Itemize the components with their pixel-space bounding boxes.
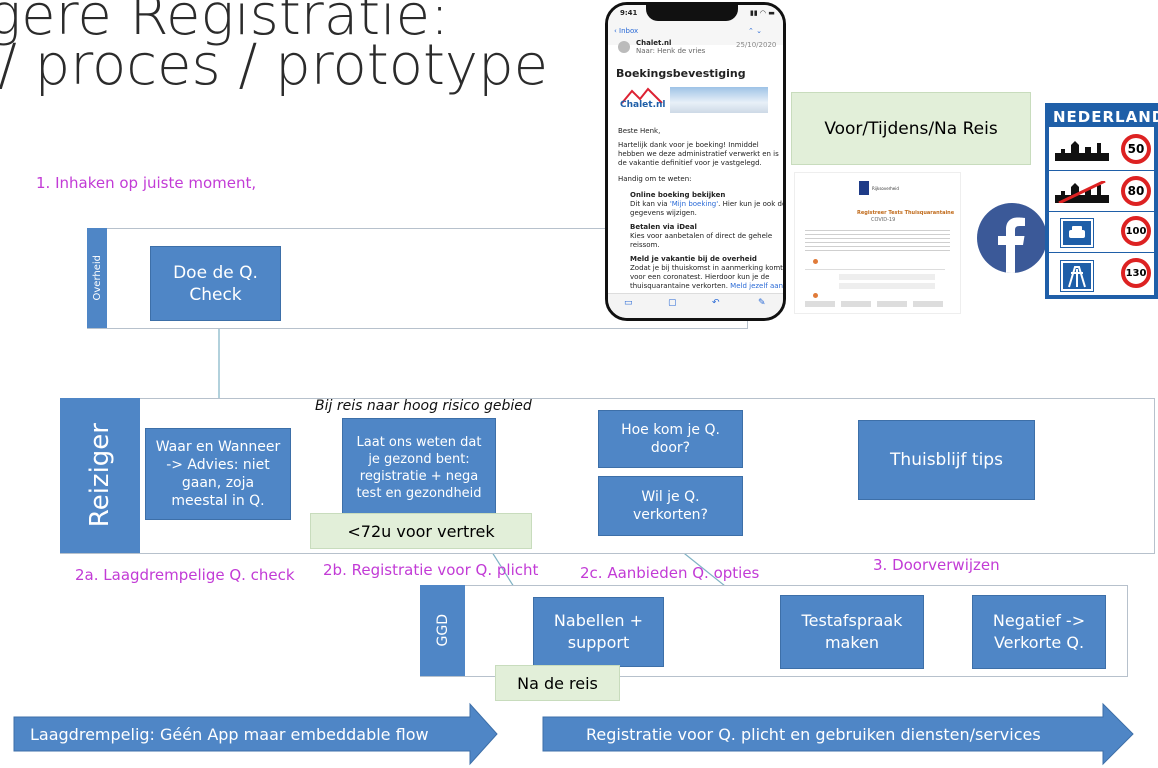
form-org: Rijksoverheid (872, 186, 899, 191)
sign-row-motorway: 130 (1049, 253, 1154, 293)
wil-verkorten-box[interactable]: Wil je Q. verkorten? (598, 476, 743, 536)
right-arrow-shape (542, 702, 1134, 766)
label-3: 3. Doorverwijzen (873, 556, 1000, 574)
negatief-box[interactable]: Negatief -> Verkorte Q. (972, 595, 1106, 669)
left-arrow-shape (13, 702, 498, 766)
laat-weten-box[interactable]: Laat ons weten dat je gezond bent: regis… (342, 418, 496, 518)
voor-vertrek-note: <72u voor vertrek (310, 513, 532, 549)
phone-inbox-link[interactable]: ‹ Inbox (614, 27, 639, 35)
phone-h2-line-2: reissom. (630, 241, 660, 249)
phone-compose-icon[interactable]: ✎ (758, 298, 766, 308)
sign-row-expressway: 100 (1049, 211, 1154, 251)
hoog-risico-note: Bij reis naar hoog risico gebied (315, 398, 532, 414)
hoe-kom-box[interactable]: Hoe kom je Q. door? (598, 410, 743, 468)
phone-email-screenshot: 9:41 ▮▮ ◠ ▬ ‹ Inbox ⌃ ⌄ Chalet.nl Naar: … (605, 2, 786, 321)
title-line-2: / proces / prototype (0, 33, 549, 98)
form-table-row (805, 301, 945, 307)
doe-check-box[interactable]: Doe de Q. Check (150, 246, 281, 321)
motorway-icon (1061, 261, 1093, 291)
waar-wanneer-box[interactable]: Waar en Wanneer -> Advies: niet gaan, zo… (145, 428, 291, 520)
phone-subject: Boekingsbevestiging (616, 67, 746, 80)
phone-h3: Meld je vakantie bij de overheid (630, 255, 757, 263)
phone-h3-line-2: voor een coronatest. Hierdoor kun je de (630, 273, 770, 281)
phone-h1-line-2: gegevens wijzigen. (630, 209, 697, 217)
overheid-lane-label: Overheid (87, 228, 107, 328)
sign-row-city: 50 (1049, 129, 1154, 169)
phone-handig: Handig om te weten: (618, 175, 692, 183)
label-2c: 2c. Aanbieden Q. opties (580, 564, 760, 582)
right-arrow-text: Registratie voor Q. plicht en gebruiken … (586, 724, 1041, 744)
nabellen-box[interactable]: Nabellen + support (533, 597, 664, 667)
facebook-icon (977, 203, 1047, 273)
sign-row-city-end: 80 (1049, 171, 1154, 211)
phone-body-3: de vakantie definitief voor je vastgeleg… (618, 159, 762, 167)
form-text-lines (805, 227, 950, 253)
phone-status-icons: ▮▮ ◠ ▬ (750, 9, 775, 17)
form-field-2[interactable] (839, 283, 935, 289)
thuisblijf-box[interactable]: Thuisblijf tips (858, 420, 1035, 500)
reiziger-lane-label: Reiziger (60, 398, 140, 553)
sender-avatar (618, 41, 630, 53)
city-end-icon (1055, 181, 1109, 203)
sign-header: NEDERLAND (1049, 107, 1158, 127)
phone-greeting: Beste Henk, (618, 127, 661, 135)
phone-h1: Online boeking bekijken (630, 191, 726, 199)
gov-logo-icon (859, 181, 869, 195)
form-divider (805, 269, 945, 270)
form-step-dot-2 (813, 293, 818, 298)
phone-body-2: hebben we deze administratief verwerkt e… (618, 150, 779, 158)
phone-h3-line: Zodat je bij thuiskomst in aanmerking ko… (630, 264, 783, 272)
phone-h3-line-3: thuisquarantaine verkorten. Meld jezelf … (630, 282, 784, 290)
phone-h2: Betalen via iDeal (630, 223, 697, 231)
phone-to: Naar: Henk de vries (636, 47, 706, 55)
bottom-arrows (13, 702, 1134, 766)
phone-trash-icon[interactable]: ▭ (624, 298, 633, 308)
speed-130-sign: 130 (1121, 258, 1151, 288)
chalet-logo: Chalet.nl (618, 87, 668, 115)
label-2b: 2b. Registratie voor Q. plicht (323, 561, 539, 579)
speed-80-sign: 80 (1121, 176, 1151, 206)
phone-notch (646, 5, 738, 21)
snow-banner-image (670, 87, 768, 113)
left-arrow-text: Laagdrempelig: Géén App maar embeddable … (30, 724, 429, 744)
speed-50-sign: 50 (1121, 134, 1151, 164)
voor-tijdens-na-note: Voor/Tijdens/Na Reis (791, 92, 1031, 165)
form-step-dot (813, 259, 818, 264)
phone-date: 25/10/2020 (736, 41, 777, 49)
phone-sender: Chalet.nl (636, 39, 672, 47)
form-title: Registreer Tests Thuisquarantaine (857, 210, 955, 216)
form-subtitle: COVID-19 (871, 217, 896, 223)
label-2a: 2a. Laagdrempelige Q. check (75, 566, 295, 584)
speed-100-sign: 100 (1121, 216, 1151, 246)
nederland-speed-sign: NEDERLAND 50 80 100 130 (1045, 103, 1158, 299)
phone-nav-arrows-icon[interactable]: ⌃ ⌄ (748, 27, 762, 35)
form-field-1[interactable] (839, 274, 935, 280)
step-1-label: 1. Inhaken op juiste moment, (36, 174, 257, 192)
testafspraak-box[interactable]: Testafspraak maken (780, 595, 924, 669)
phone-folder-icon[interactable]: ▢ (668, 298, 677, 308)
expressway-car-icon (1061, 219, 1093, 247)
phone-reply-icon[interactable]: ↶ (712, 298, 720, 308)
ggd-lane-label: GGD (420, 585, 465, 676)
city-icon (1055, 141, 1109, 161)
phone-toolbar (608, 293, 783, 318)
na-reis-note: Na de reis (495, 665, 620, 701)
phone-time: 9:41 (620, 9, 638, 17)
phone-h1-line: Dit kan via 'Mijn boeking'. Hier kun je … (630, 200, 786, 208)
phone-body-1: Hartelijk dank voor je boeking! Inmiddel (618, 141, 759, 149)
gov-form-thumbnail: Rijksoverheid Registreer Tests Thuisquar… (795, 173, 960, 313)
phone-h2-line: Kies voor aanbetalen of direct de gehele (630, 232, 773, 240)
title-line-1: igere Registratie: (0, 0, 449, 48)
